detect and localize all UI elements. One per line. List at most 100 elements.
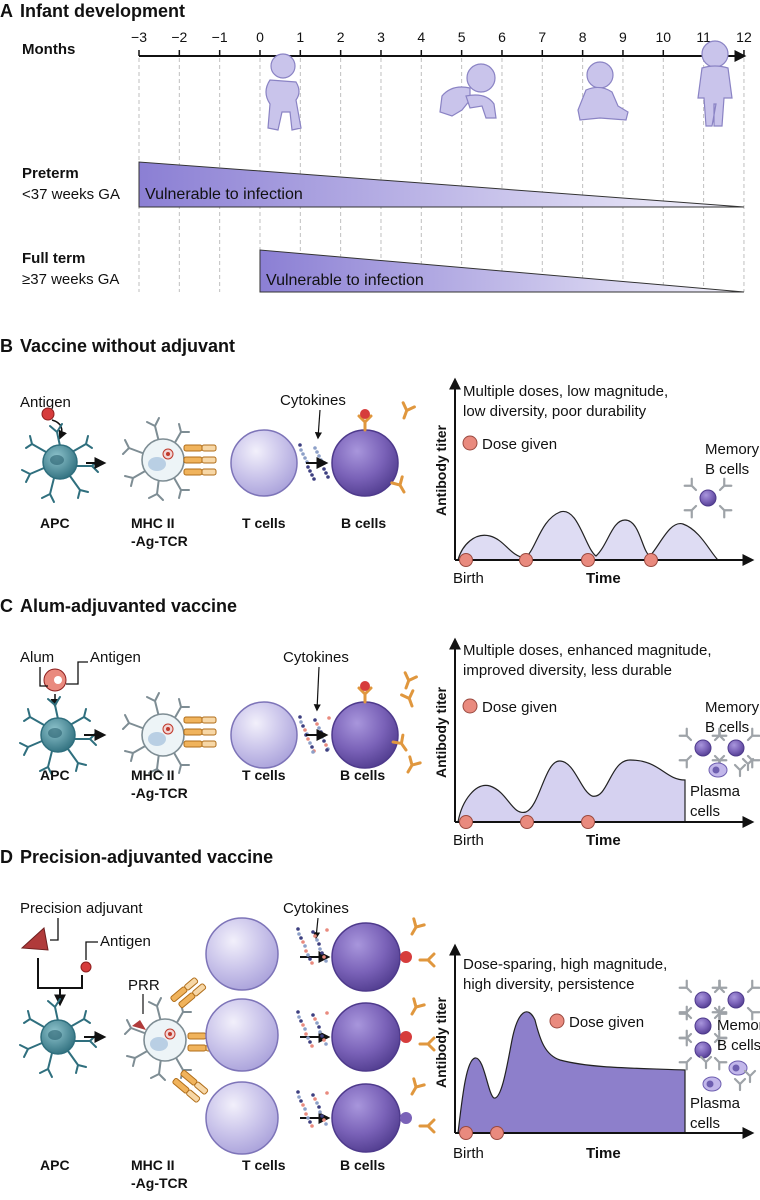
month-tick-label: 7 bbox=[538, 29, 546, 45]
cytokine-dot bbox=[317, 1105, 321, 1109]
dose-legend-marker-d bbox=[549, 1013, 565, 1029]
antigen-pointer-c bbox=[66, 661, 88, 685]
antibody-icon bbox=[400, 689, 420, 710]
cytokine-dot bbox=[313, 1017, 317, 1021]
t-cell-icon bbox=[230, 701, 298, 769]
cytokine-dot bbox=[320, 951, 324, 955]
apc-label-d: APC bbox=[40, 1157, 70, 1173]
cytokine-dot bbox=[313, 1097, 317, 1101]
dose-marker bbox=[459, 553, 473, 567]
cytokine-dot bbox=[317, 942, 321, 946]
cytokines-pointer bbox=[314, 409, 323, 440]
cytokine-dot bbox=[296, 1090, 300, 1094]
cytokine-dot bbox=[311, 1093, 315, 1097]
antigen-icon-d bbox=[80, 961, 92, 973]
birth-label-c: Birth bbox=[453, 832, 484, 849]
adjuvant-label: Precision adjuvant bbox=[20, 900, 143, 917]
prr-label: PRR bbox=[128, 977, 160, 994]
tb-row-1 bbox=[169, 917, 436, 1009]
titer-chart-b: Antibody titer Multiple doses, low magni… bbox=[433, 377, 760, 587]
y-axis-label-c: Antibody titer bbox=[433, 686, 449, 778]
antigen-label-d: Antigen bbox=[100, 933, 151, 950]
mhc-label-d-1: MHC II bbox=[131, 1157, 175, 1173]
memory-b-cell-icon bbox=[685, 479, 732, 518]
y-axis-label-b: Antibody titer bbox=[433, 424, 449, 516]
cytokine-dot bbox=[304, 1032, 308, 1036]
cytokine-dot bbox=[310, 1124, 314, 1128]
antibody-icon bbox=[396, 401, 416, 422]
dose-legend-b: Dose given bbox=[482, 436, 557, 453]
cytokine-dots bbox=[296, 927, 329, 1128]
time-label-b: Time bbox=[586, 570, 621, 587]
fullterm-label: Full term bbox=[22, 250, 85, 267]
cytokine-dot bbox=[315, 722, 319, 726]
month-tick-label: 6 bbox=[498, 29, 506, 45]
b-cell-icon bbox=[331, 429, 399, 497]
cytokine-dot bbox=[304, 1112, 308, 1116]
tcr-icon bbox=[183, 468, 217, 476]
panel-c-title: Alum-adjuvanted vaccine bbox=[20, 596, 237, 616]
cytokine-dot bbox=[327, 716, 331, 720]
cytokine-dot bbox=[298, 443, 302, 447]
cytokine-dot bbox=[303, 1107, 307, 1111]
crawling-infant-icon bbox=[439, 63, 497, 119]
month-tick-label: 1 bbox=[296, 29, 304, 45]
time-label-d: Time bbox=[586, 1145, 621, 1162]
newborn-icon bbox=[265, 53, 302, 131]
chart-d-desc-2: high diversity, persistence bbox=[463, 976, 634, 993]
cytokine-dot bbox=[324, 743, 328, 747]
panel-a-title: Infant development bbox=[20, 1, 185, 21]
cytokine-dot bbox=[308, 1120, 312, 1124]
titer-curve-c bbox=[457, 759, 686, 823]
bcells-label-d: B cells bbox=[340, 1157, 385, 1173]
dose-marker bbox=[581, 815, 595, 829]
cytokine-dot bbox=[311, 750, 315, 754]
mhc-cell-icon bbox=[124, 997, 192, 1081]
memory-label-d-1: Memory bbox=[717, 1017, 760, 1034]
cytokine-dot bbox=[324, 959, 328, 963]
dose-marker bbox=[519, 553, 533, 567]
mhc-label-2: -Ag-TCR bbox=[131, 533, 188, 549]
adjuvant-pointer bbox=[50, 918, 59, 941]
titer-curve-d bbox=[457, 1011, 686, 1134]
precision-adjuvant-icon bbox=[20, 927, 49, 951]
cytokines-pointer-d bbox=[312, 917, 321, 940]
cytokine-dot bbox=[303, 1027, 307, 1031]
tcells-label: T cells bbox=[242, 515, 286, 531]
t-cell-icon bbox=[205, 998, 279, 1072]
cytokine-dot bbox=[312, 477, 316, 481]
tb-row-2 bbox=[187, 997, 436, 1072]
cytokine-dot bbox=[311, 930, 315, 934]
panel-a-letter: A bbox=[0, 1, 13, 21]
cytokine-dot bbox=[308, 1040, 312, 1044]
dose-marker bbox=[644, 553, 658, 567]
cytokine-dot bbox=[303, 728, 307, 732]
y-axis-label-d: Antibody titer bbox=[433, 996, 449, 1088]
cytokine-dot bbox=[310, 961, 314, 965]
month-tick-label: 9 bbox=[619, 29, 627, 45]
birth-label-b: Birth bbox=[453, 570, 484, 587]
cytokine-dot bbox=[322, 739, 326, 743]
memory-label-c-1: Memory bbox=[705, 699, 760, 716]
cytokine-dot bbox=[297, 1095, 301, 1099]
cytokine-dot bbox=[296, 1010, 300, 1014]
cytokine-dot bbox=[301, 1023, 305, 1027]
month-tick-label: 10 bbox=[656, 29, 672, 45]
tcr-icon bbox=[183, 740, 217, 748]
chart-c-desc-2: improved diversity, less durable bbox=[463, 662, 672, 679]
month-tick-label: 12 bbox=[736, 29, 752, 45]
preterm-sublabel: <37 weeks GA bbox=[22, 186, 120, 203]
dose-legend-d: Dose given bbox=[569, 1014, 644, 1031]
cytokine-dot bbox=[301, 940, 305, 944]
time-label-c: Time bbox=[586, 832, 621, 849]
dose-marker bbox=[459, 815, 473, 829]
bound-antigen-icon bbox=[400, 951, 412, 963]
fullterm-sublabel: ≥37 weeks GA bbox=[22, 271, 119, 288]
panel-c-letter: C bbox=[0, 596, 13, 616]
alum-antigen-icon bbox=[54, 676, 62, 684]
cytokine-dot bbox=[299, 1099, 303, 1103]
antibody-icon bbox=[418, 1036, 436, 1052]
t-cell-icon bbox=[205, 1081, 279, 1155]
preterm-vulnerability-bar bbox=[138, 161, 744, 208]
